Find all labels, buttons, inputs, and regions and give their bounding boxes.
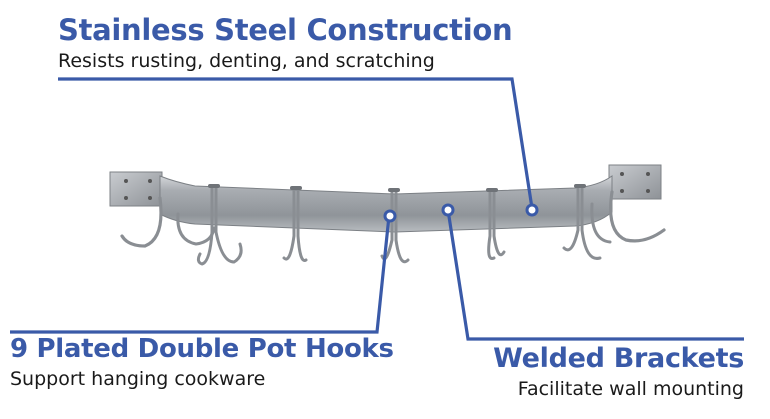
pot-hook bbox=[487, 190, 506, 260]
leader-steel bbox=[58, 77, 534, 209]
marker-steel bbox=[525, 203, 539, 217]
callout-title-steel: Stainless Steel Construction bbox=[58, 13, 513, 47]
callout-markers bbox=[383, 203, 539, 223]
pot-hook bbox=[590, 202, 612, 244]
leader-brackets bbox=[446, 209, 744, 341]
pot-hook bbox=[562, 186, 602, 260]
pot-hooks bbox=[176, 184, 612, 266]
rail-bar bbox=[159, 175, 613, 233]
marker-hooks bbox=[383, 209, 397, 223]
callout-subtitle-brackets: Facilitate wall mounting bbox=[517, 378, 744, 400]
callout-title-hooks: 9 Plated Double Pot Hooks bbox=[10, 334, 394, 364]
pot-hook-caps bbox=[208, 184, 586, 192]
callout-subtitle-steel: Resists rusting, denting, and scratching bbox=[58, 50, 435, 72]
callout-title-brackets: Welded Brackets bbox=[493, 343, 744, 374]
bracket-hooks bbox=[120, 190, 666, 248]
marker-brackets bbox=[441, 203, 455, 217]
leader-hooks bbox=[10, 215, 391, 334]
pot-hook bbox=[196, 186, 243, 266]
right-bracket bbox=[608, 164, 662, 200]
pot-hook bbox=[380, 190, 410, 264]
left-bracket bbox=[109, 171, 163, 207]
callout-leaders bbox=[10, 77, 744, 341]
pot-hook bbox=[282, 188, 308, 262]
callout-subtitle-hooks: Support hanging cookware bbox=[10, 368, 266, 390]
